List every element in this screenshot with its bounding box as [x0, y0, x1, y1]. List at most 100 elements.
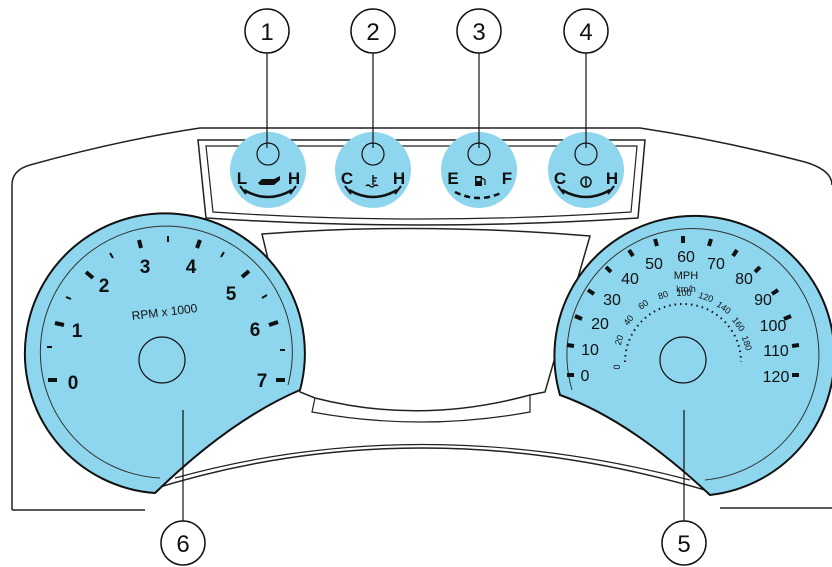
speedometer-kmh-label: km/h: [676, 284, 696, 294]
tachometer-inner-ring: [39, 225, 293, 479]
tachometer-scale: 0 1 2 3 4 5 6 7: [68, 257, 268, 394]
kmh-number: 20: [613, 334, 626, 347]
fuel-dial: [441, 132, 517, 208]
coolant-temperature-dial: [335, 132, 411, 208]
callout-1: 1: [244, 8, 290, 54]
speedometer-inner-ring: [566, 228, 820, 481]
transmission-temperature-cold-label: C: [554, 169, 566, 188]
callout-circle: [661, 520, 707, 566]
tachometer-ticks: [47, 236, 285, 382]
tach-number: 5: [226, 284, 237, 305]
callout-5: 5: [661, 520, 707, 566]
oil-pressure-icon: [258, 176, 280, 185]
mph-number: 0: [581, 368, 590, 385]
callout-circle: [350, 8, 396, 54]
tach-number: 1: [72, 321, 83, 342]
tach-tick: [84, 270, 95, 280]
mph-number: 40: [621, 271, 639, 288]
coolant-temperature-arc: [348, 188, 398, 199]
mph-tick: [574, 314, 583, 321]
mph-tick: [783, 314, 792, 321]
mph-number: 120: [763, 369, 790, 386]
oil-pressure-hub: [256, 142, 280, 166]
callout-6: 6: [160, 520, 206, 566]
coolant-temperature-cold-label: C: [341, 169, 353, 188]
tach-tick: [240, 269, 251, 279]
mph-tick: [731, 248, 739, 258]
speedometer-mph-label: MPH: [674, 270, 699, 282]
kmh-number: 100: [676, 288, 691, 298]
fuel-full-label: F: [502, 169, 512, 188]
mph-number: 30: [603, 292, 621, 309]
callout-3: 3: [456, 8, 502, 54]
callout-circle: [160, 520, 206, 566]
callout-number: 4: [579, 19, 592, 46]
tach-number: 2: [99, 276, 110, 297]
oil-pressure-low-label: L: [237, 169, 247, 188]
callout-leader-lines: [182, 53, 685, 522]
mph-number: 110: [763, 343, 789, 360]
tach-tick: [137, 239, 143, 249]
engine-coolant-temperature-icon: [365, 175, 379, 188]
tachometer-hub: [138, 336, 186, 384]
tach-number: 4: [186, 257, 197, 278]
gauge-pod-outer: [197, 139, 646, 226]
fuel-empty-label: E: [447, 169, 458, 188]
mph-tick: [753, 265, 762, 274]
mph-tick: [770, 288, 780, 296]
tach-number: 6: [250, 320, 261, 341]
mph-number: 90: [754, 292, 772, 309]
speedometer-mph-ticks: [566, 236, 800, 377]
tach-tick: [195, 239, 202, 249]
fuel-pump-icon: [475, 176, 486, 186]
transmission-temperature-hot-label: H: [606, 169, 618, 188]
tach-tick: [65, 296, 72, 300]
tach-number: 3: [140, 257, 151, 278]
kmh-number: 0: [612, 364, 622, 369]
speedometer: 0 10 20 30 40 50 60 70 80 90 100 110 120…: [553, 214, 832, 497]
gauge-pod-inner: [205, 145, 638, 220]
kmh-number: 60: [636, 298, 650, 312]
oil-pressure-high-label: H: [288, 169, 300, 188]
tach-number: 7: [257, 371, 268, 392]
transmission-temperature-arc: [561, 188, 611, 199]
callout-circle: [456, 8, 502, 54]
cluster-lower-bezel: [12, 507, 832, 511]
kmh-number: 40: [622, 313, 636, 327]
mph-tick: [791, 343, 800, 348]
mph-number: 50: [645, 256, 663, 273]
mph-tick: [653, 238, 659, 247]
center-display-notch: [311, 395, 531, 423]
mph-tick: [566, 343, 575, 348]
mph-tick: [627, 248, 635, 258]
callout-number: 6: [176, 531, 189, 558]
callout-number: 5: [677, 531, 690, 558]
callout-number: 2: [366, 19, 379, 46]
transmission-temperature-tick-left: [557, 185, 565, 195]
coolant-temperature-tick-left: [344, 185, 352, 195]
coolant-temperature-hot-label: H: [393, 169, 405, 188]
mph-number: 60: [677, 249, 695, 266]
engine-coolant-temperature-gauge: C H: [335, 132, 411, 208]
speedometer-mph-scale: 0 10 20 30 40 50 60 70 80 90 100 110 120: [581, 249, 790, 386]
callout-2: 2: [350, 8, 396, 54]
cluster-outer-bezel: [11, 127, 832, 510]
transmission-temperature-dial: [548, 132, 624, 208]
mph-number: 70: [707, 256, 725, 273]
cluster-bottom-arc: [149, 447, 713, 493]
oil-pressure-tick-left: [239, 185, 247, 195]
center-display-frame: [261, 227, 591, 412]
cluster-bottom-arc-inner: [174, 443, 691, 481]
tach-tick: [220, 251, 225, 258]
oil-pressure-arc: [243, 188, 293, 199]
mph-number: 10: [581, 342, 599, 359]
speedometer-hub: [659, 336, 707, 384]
oil-pressure-gauge: L H: [230, 132, 306, 208]
fuel-arc: [454, 190, 504, 200]
callout-number: 3: [472, 19, 485, 46]
mph-number: 80: [735, 271, 753, 288]
kmh-number: 180: [740, 334, 754, 351]
oil-pressure-dial: [230, 132, 306, 208]
